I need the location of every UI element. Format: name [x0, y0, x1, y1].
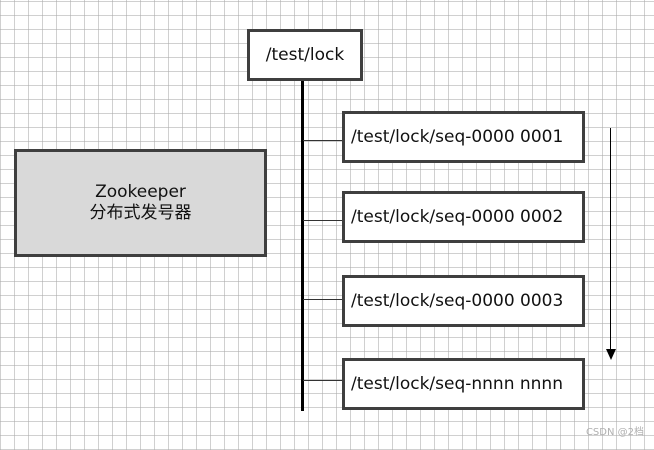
tree-trunk-line — [301, 81, 304, 411]
root-node-label: /test/lock — [265, 45, 345, 65]
sequence-node-label: /test/lock/seq-0000 0003 — [351, 291, 564, 311]
root-node: /test/lock — [247, 29, 363, 81]
sequence-node-label: /test/lock/seq-0000 0002 — [351, 207, 564, 227]
zookeeper-box: Zookeeper 分布式发号器 — [14, 149, 267, 257]
sequence-node: /test/lock/seq-0000 0003 — [342, 275, 585, 327]
branch-line — [303, 220, 343, 221]
branch-line — [303, 299, 343, 300]
branch-line — [303, 140, 343, 141]
sequence-arrow-line — [610, 128, 611, 350]
zookeeper-title: Zookeeper — [95, 182, 186, 202]
sequence-node-label: /test/lock/seq-0000 0001 — [351, 127, 564, 147]
branch-line — [303, 380, 343, 381]
sequence-node: /test/lock/seq-0000 0001 — [342, 111, 585, 163]
sequence-node: /test/lock/seq-nnnn nnnn — [342, 358, 585, 410]
watermark: CSDN @2档 — [585, 427, 644, 438]
sequence-node: /test/lock/seq-0000 0002 — [342, 191, 585, 243]
sequence-node-label: /test/lock/seq-nnnn nnnn — [351, 374, 563, 394]
zookeeper-subtitle: 分布式发号器 — [89, 203, 192, 223]
arrow-down-icon — [606, 349, 616, 360]
